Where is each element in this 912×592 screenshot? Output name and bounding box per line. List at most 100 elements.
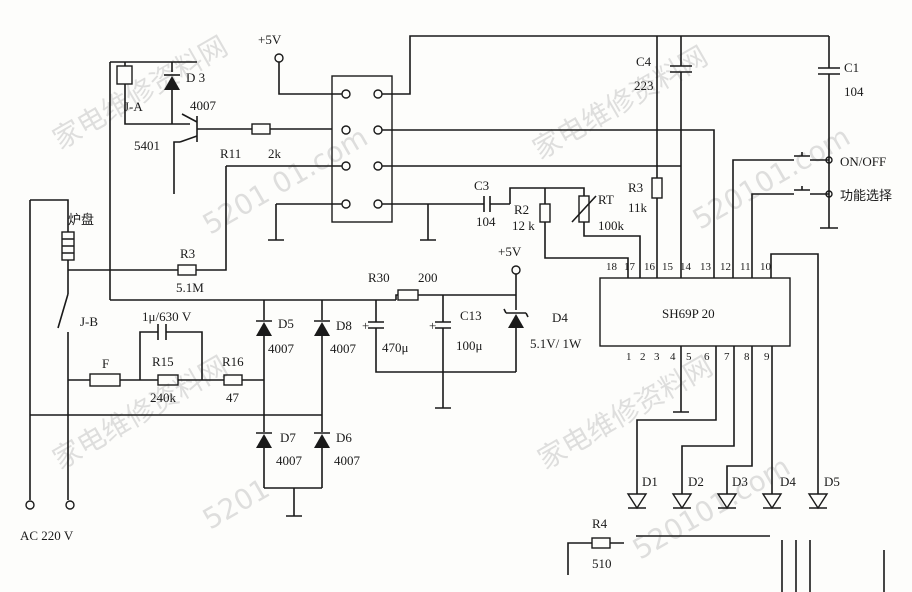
- r16-value: 47: [226, 390, 240, 405]
- pin-top: 18: [606, 261, 618, 273]
- d4-value: 5.1V/ 1W: [530, 336, 582, 351]
- resistor-r3b: [651, 177, 663, 199]
- ic-label: SH69P 20: [662, 306, 715, 321]
- resistor-r2: [539, 203, 551, 223]
- connector-block: +5V: [226, 32, 829, 278]
- d6-value: 4007: [334, 453, 361, 468]
- watermark: 520101.com: [687, 120, 856, 236]
- c3-label: C3: [474, 178, 489, 193]
- c470-value: 470μ: [382, 340, 409, 355]
- d5-label: D5: [278, 316, 294, 331]
- r2-value: 12 k: [512, 218, 535, 233]
- pin-top: 13: [700, 261, 712, 273]
- switch-section: ON/OFF 功能选择: [732, 152, 892, 278]
- r4-value: 510: [592, 556, 612, 571]
- pin-bottom: 2: [640, 351, 646, 363]
- vcc-label-top: +5V: [258, 32, 282, 47]
- pin-top: 11: [740, 261, 751, 273]
- d3-value: 4007: [190, 98, 217, 113]
- sensor-section: C3 104 R2 12 k RT 100k R3 11k C4 223 C1 …: [420, 36, 864, 278]
- fuse-f: [89, 373, 121, 387]
- pin-bottom: 5: [686, 351, 692, 363]
- q1-label: 5401: [134, 138, 160, 153]
- led-d2: D2: [671, 474, 704, 510]
- d8-value: 4007: [330, 341, 357, 356]
- led-d4-label: D4: [780, 474, 796, 489]
- c4-label: C4: [636, 54, 652, 69]
- rt-value: 100k: [598, 218, 625, 233]
- led-d3-label: D3: [732, 474, 748, 489]
- led-d1-label: D1: [642, 474, 658, 489]
- d8-label: D8: [336, 318, 352, 333]
- r15-label: R15: [152, 354, 174, 369]
- led-d4: D4: [761, 474, 796, 510]
- ac-input-label: AC 220 V: [20, 528, 74, 543]
- pin-top: 16: [644, 261, 656, 273]
- bridge-rectifier: D5 4007 D8 4007 D7 4007 D6 4007: [256, 300, 361, 517]
- resistor-r3a: [177, 264, 197, 276]
- d6-label: D6: [336, 430, 352, 445]
- d5-value: 4007: [268, 341, 295, 356]
- watermark: 家电维修资料网: [532, 349, 718, 476]
- watermark: 5201 01.com: [197, 120, 373, 241]
- ac-input-section: AC 220 V 炉盘 R3 5.1M J-B F R15 240k 1μ/63…: [20, 166, 396, 543]
- pin-top: 17: [624, 261, 636, 273]
- r30-label: R30: [368, 270, 390, 285]
- led-section: D1 D2 D3 D4 D5 R4 510: [567, 346, 885, 592]
- pin-bottom: 7: [724, 351, 730, 363]
- ic-sh69p20: SH69P 20 18 17 16 15 14 13 12 11 10 1 2 …: [599, 253, 819, 480]
- r11-label: R11: [220, 146, 241, 161]
- c13-value: 100μ: [456, 338, 483, 353]
- led-d1: D1: [626, 474, 658, 510]
- relay-driver-section: D 3 4007 J-A 5401 R11 2k: [109, 61, 332, 300]
- r11-value: 2k: [268, 146, 282, 161]
- d7-value: 4007: [276, 453, 303, 468]
- pin-top: 12: [720, 261, 731, 273]
- r16-label: R16: [222, 354, 244, 369]
- switch-func-label: 功能选择: [840, 189, 892, 204]
- r3a-value: 5.1M: [176, 280, 204, 295]
- cx-label: 1μ/630 V: [142, 309, 192, 324]
- resistor-r4: [591, 537, 611, 549]
- switch-onoff-label: ON/OFF: [840, 154, 886, 169]
- c4-value: 223: [634, 78, 654, 93]
- led-d3: D3: [716, 474, 748, 510]
- pin-bottom: 9: [764, 351, 770, 363]
- d7-label: D7: [280, 430, 296, 445]
- c13-label: C13: [460, 308, 482, 323]
- pin-top: 15: [662, 261, 674, 273]
- pin-bottom: 4: [670, 351, 676, 363]
- c13-plus: +: [429, 318, 436, 333]
- c1-label: C1: [844, 60, 859, 75]
- c1-value: 104: [844, 84, 864, 99]
- power-supply-section: R30 200 + 470μ + C13 100μ +5V D4 5.1V/ 1…: [362, 244, 582, 409]
- r4-label: R4: [592, 516, 608, 531]
- pin-bottom: 3: [654, 351, 660, 363]
- pin-top: 14: [680, 261, 692, 273]
- r3b-value: 11k: [628, 200, 648, 215]
- r15-value: 240k: [150, 390, 177, 405]
- ja-label: J-A: [124, 99, 143, 114]
- resistor-r30: [397, 289, 419, 301]
- r3a-label: R3: [180, 246, 195, 261]
- r3b-label: R3: [628, 180, 643, 195]
- watermark: 家电维修资料网: [527, 39, 713, 166]
- r30-value: 200: [418, 270, 438, 285]
- vcc-label-mid: +5V: [498, 244, 522, 259]
- d3-label: D 3: [186, 70, 205, 85]
- led-d5: D5: [807, 474, 840, 510]
- pin-bottom: 6: [704, 351, 710, 363]
- pin-bottom: 8: [744, 351, 750, 363]
- c470-plus: +: [362, 318, 369, 333]
- pin-top: 10: [760, 261, 772, 273]
- pin-bottom: 1: [626, 351, 632, 363]
- r2-label: R2: [514, 202, 529, 217]
- led-d2-label: D2: [688, 474, 704, 489]
- c3-value: 104: [476, 214, 496, 229]
- d4-label: D4: [552, 310, 568, 325]
- led-d5-label: D5: [824, 474, 840, 489]
- coil-label: 炉盘: [68, 212, 94, 228]
- jb-label: J-B: [80, 314, 98, 329]
